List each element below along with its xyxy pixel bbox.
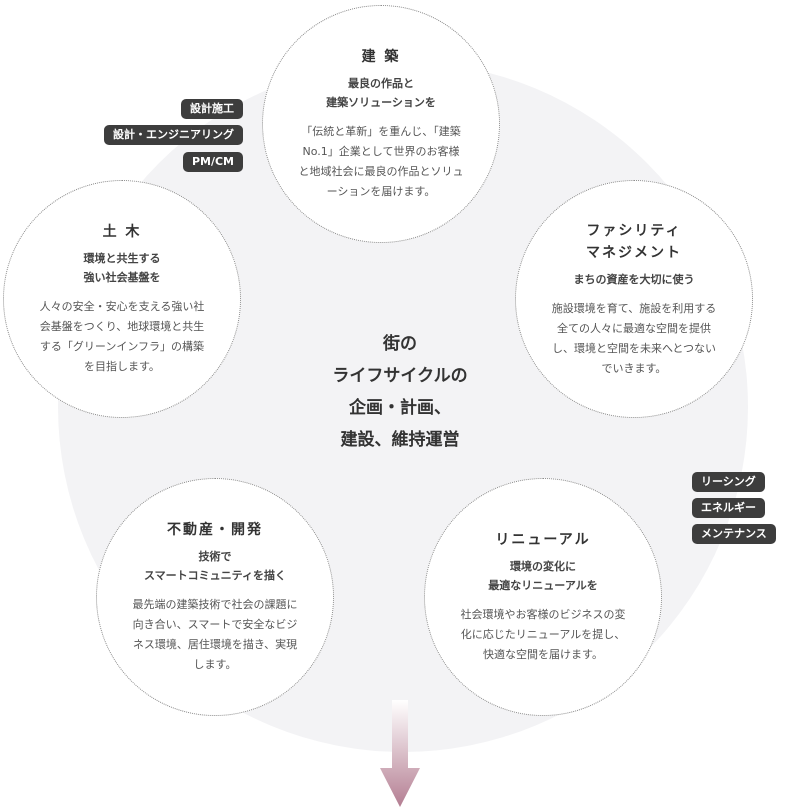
architecture-subtitle: 最良の作品と 建築ソリューションを: [326, 77, 436, 109]
tag-leasing: リーシング: [692, 472, 765, 492]
civil-title: 土 木: [102, 224, 142, 240]
tag-design-engineering: 設計・エンジニアリング: [104, 125, 243, 145]
facility-description: 施設環境を育て、施設を利用する 全ての人々に最適な空間を提供 し、環境と空間を未…: [551, 301, 717, 375]
circle-architecture: 建 築 最良の作品と 建築ソリューションを 「伝統と革新」を重んじ、「建築 No…: [262, 5, 500, 243]
renewal-title: リニューアル: [495, 532, 591, 548]
tag-design-build: 設計施工: [181, 99, 243, 119]
real-estate-subtitle: 技術で スマートコミュニティを描く: [143, 550, 286, 582]
facility-title: ファシリティ マネジメント: [586, 222, 682, 261]
down-arrow-icon: [380, 700, 420, 807]
civil-subtitle: 環境と共生する 強い社会基盤を: [83, 252, 161, 284]
circle-facility-management: ファシリティ マネジメント まちの資産を大切に使う 施設環境を育て、施設を利用す…: [515, 180, 753, 418]
center-lifecycle-text: 街の ライフサイクルの 企画・計画、 建設、維持運営: [332, 334, 468, 450]
renewal-description: 社会環境やお客様のビジネスの変 化に応じたリニューアルを提し、 快適な空間を届け…: [460, 608, 626, 661]
tag-energy: エネルギー: [692, 498, 765, 518]
tag-maintenance: メンテナンス: [692, 524, 776, 544]
real-estate-description: 最先端の建築技術で社会の課題に 向き合い、スマートで安全なビジ ネス環境、居住環…: [132, 598, 298, 671]
circle-real-estate-development: 不動産・開発 技術で スマートコミュニティを描く 最先端の建築技術で社会の課題に…: [96, 478, 334, 716]
circle-renewal: リニューアル 環境の変化に 最適なリニューアルを 社会環境やお客様のビジネスの変…: [424, 478, 662, 716]
renewal-subtitle: 環境の変化に 最適なリニューアルを: [488, 560, 598, 592]
tag-pm-cm: PM/CM: [182, 152, 243, 172]
facility-subtitle: まちの資産を大切に使う: [573, 272, 695, 286]
circle-civil-engineering: 土 木 環境と共生する 強い社会基盤を 人々の安全・安心を支える強い社 会基盤を…: [3, 180, 241, 418]
civil-description: 人々の安全・安心を支える強い社 会基盤をつくり、地球環境と共生 する「グリーンイ…: [39, 300, 205, 373]
architecture-description: 「伝統と革新」を重んじ、「建築 No.1」企業として世界のお客様 と地域社会に最…: [298, 125, 464, 198]
real-estate-title: 不動産・開発: [167, 522, 263, 538]
architecture-title: 建 築: [361, 49, 401, 65]
